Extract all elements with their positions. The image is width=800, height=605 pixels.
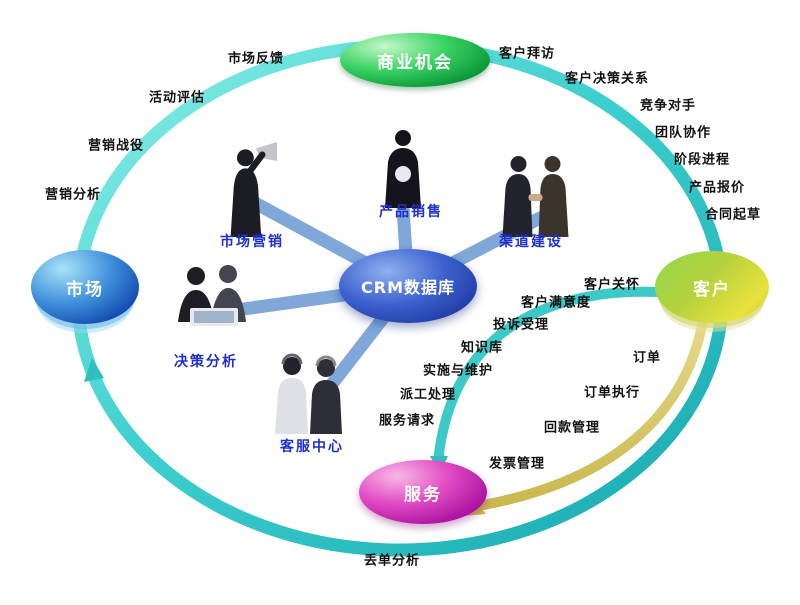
label-knowledge-base: 知识库 [460,340,504,356]
label-customer-satisfaction: 客户满意度 [520,295,592,311]
label-dispatch-handling: 派工处理 [399,387,457,403]
label-decision-relations: 客户决策关系 [564,71,650,87]
node-market: 市场 [31,250,139,324]
label-lost-order-analysis: 丢单分析 [363,553,421,569]
inner-label-channel: 渠道建设 [499,234,563,250]
node-crm-database: CRM数据库 [339,249,477,323]
label-customer-visit: 客户拜访 [498,46,556,62]
label-activity-eval: 活动评估 [148,90,206,106]
inner-label-decision: 决策分析 [174,354,238,370]
service-center-people-image [262,352,354,434]
label-order: 订单 [632,350,662,366]
label-contract-draft: 合同起草 [704,207,762,223]
ring-arrow-icon [84,358,104,382]
label-market-feedback: 市场反馈 [227,51,285,67]
service-arc [433,286,665,467]
label-marketing-analysis: 营销分析 [44,187,102,203]
node-customer: 客户 [655,251,769,323]
marketing-people-image [210,142,285,237]
label-team-collaboration: 团队协作 [654,125,712,141]
node-business-opportunity: 商业机会 [340,33,490,87]
label-competitors: 竞争对手 [639,98,697,114]
sales-person-image [372,128,434,208]
inner-label-service-center: 客服中心 [280,439,344,455]
label-customer-care: 客户关怀 [583,277,641,293]
label-complaint-handling: 投诉受理 [492,317,550,333]
label-service-request: 服务请求 [378,413,436,429]
label-marketing-campaign: 营销战役 [87,138,145,154]
label-order-execution: 订单执行 [583,385,641,401]
channel-people-image [488,152,583,237]
inner-label-sales: 产品销售 [379,204,443,220]
order-arc [467,315,708,512]
label-product-quote: 产品报价 [688,180,746,196]
node-service: 服务 [359,460,487,524]
decision-team-image [170,262,258,330]
label-implementation: 实施与维护 [422,363,494,379]
label-payment-mgmt: 回款管理 [543,420,601,436]
label-stage-progress: 阶段进程 [673,152,731,168]
label-invoice-mgmt: 发票管理 [488,456,546,472]
inner-label-marketing: 市场营销 [220,234,284,250]
